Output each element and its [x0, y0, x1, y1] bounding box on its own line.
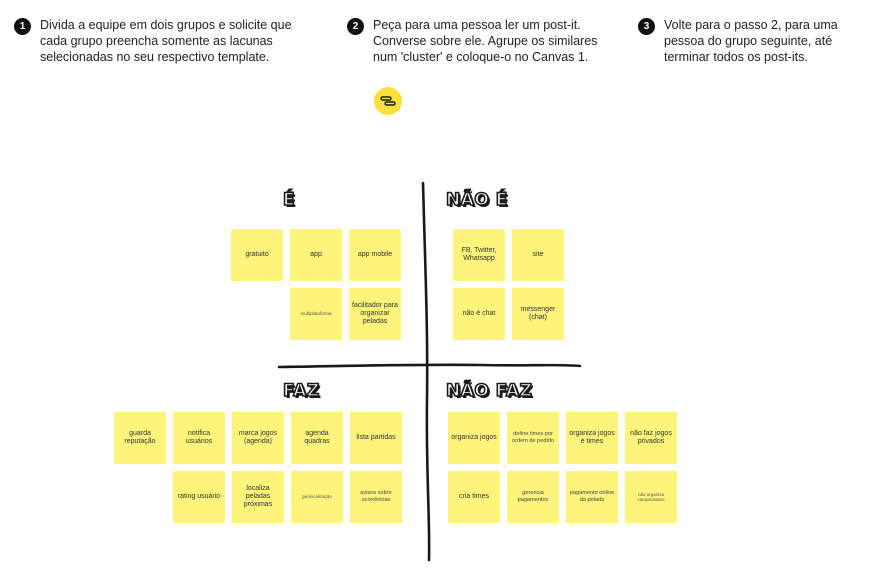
postit-note[interactable]: organiza jogos — [448, 412, 500, 464]
postit-note[interactable]: FB, Twitter, Whatsapp — [453, 229, 505, 281]
postit-note[interactable]: não é chat — [453, 288, 505, 340]
quadrant-title-faz: FAZ — [282, 380, 320, 402]
vertical-divider — [421, 181, 431, 562]
step-text: Divida a equipe em dois grupos e solicit… — [40, 18, 292, 64]
postit-note[interactable]: não organiza campeonatos — [625, 471, 677, 523]
postit-note[interactable]: facilitador para organizar peladas — [349, 288, 401, 340]
postit-note[interactable]: agenda quadras — [291, 412, 343, 464]
postit-note[interactable]: pagamento online da pelada — [566, 471, 618, 523]
postit-note[interactable]: app mobile — [349, 229, 401, 281]
postit-note[interactable]: organiza jogos e times — [566, 412, 618, 464]
horizontal-divider — [277, 363, 582, 369]
step-text: Peça para uma pessoa ler um post-it. Con… — [373, 18, 598, 64]
step-number: 2 — [347, 18, 364, 35]
postit-note[interactable]: define times por ordem de pedido — [507, 412, 559, 464]
step-2: 2 Peça para uma pessoa ler um post-it. C… — [347, 17, 627, 65]
postit-note[interactable]: app — [290, 229, 342, 281]
postit-note[interactable]: notifica usuários — [173, 412, 225, 464]
step-3: 3 Volte para o passo 2, para uma pessoa … — [638, 17, 868, 65]
postit-note[interactable]: avisos sobre ocorrências — [350, 471, 402, 523]
postit-note[interactable]: localiza peladas próximas — [232, 471, 284, 523]
postit-note[interactable]: lista partidas — [350, 412, 402, 464]
step-1: 1 Divida a equipe em dois grupos e solic… — [14, 17, 304, 65]
postit-note[interactable]: messenger (chat) — [512, 288, 564, 340]
quadrant-title-nao-faz: NÃO FAZ — [445, 380, 533, 402]
step-number: 3 — [638, 18, 655, 35]
quadrant-title-nao-e: NÃO É — [445, 189, 508, 211]
postit-note[interactable]: site — [512, 229, 564, 281]
postit-note[interactable]: cria times — [448, 471, 500, 523]
step-text: Volte para o passo 2, para uma pessoa do… — [664, 18, 838, 64]
postit-note[interactable]: não faz jogos privados — [625, 412, 677, 464]
quadrant-title-e: É — [282, 189, 296, 211]
postit-note[interactable]: gerencia pagamentos — [507, 471, 559, 523]
postit-note[interactable]: rating usuário — [173, 471, 225, 523]
postit-note[interactable]: gratuito — [231, 229, 283, 281]
step-number: 1 — [14, 18, 31, 35]
link-glyph-icon — [380, 96, 396, 106]
postit-note[interactable]: marca jogos (agenda) — [232, 412, 284, 464]
link-icon[interactable] — [374, 87, 402, 115]
postit-note[interactable]: guarda reputação — [114, 412, 166, 464]
postit-note[interactable]: geolocalização — [291, 471, 343, 523]
postit-note[interactable]: multiplataforma — [290, 288, 342, 340]
